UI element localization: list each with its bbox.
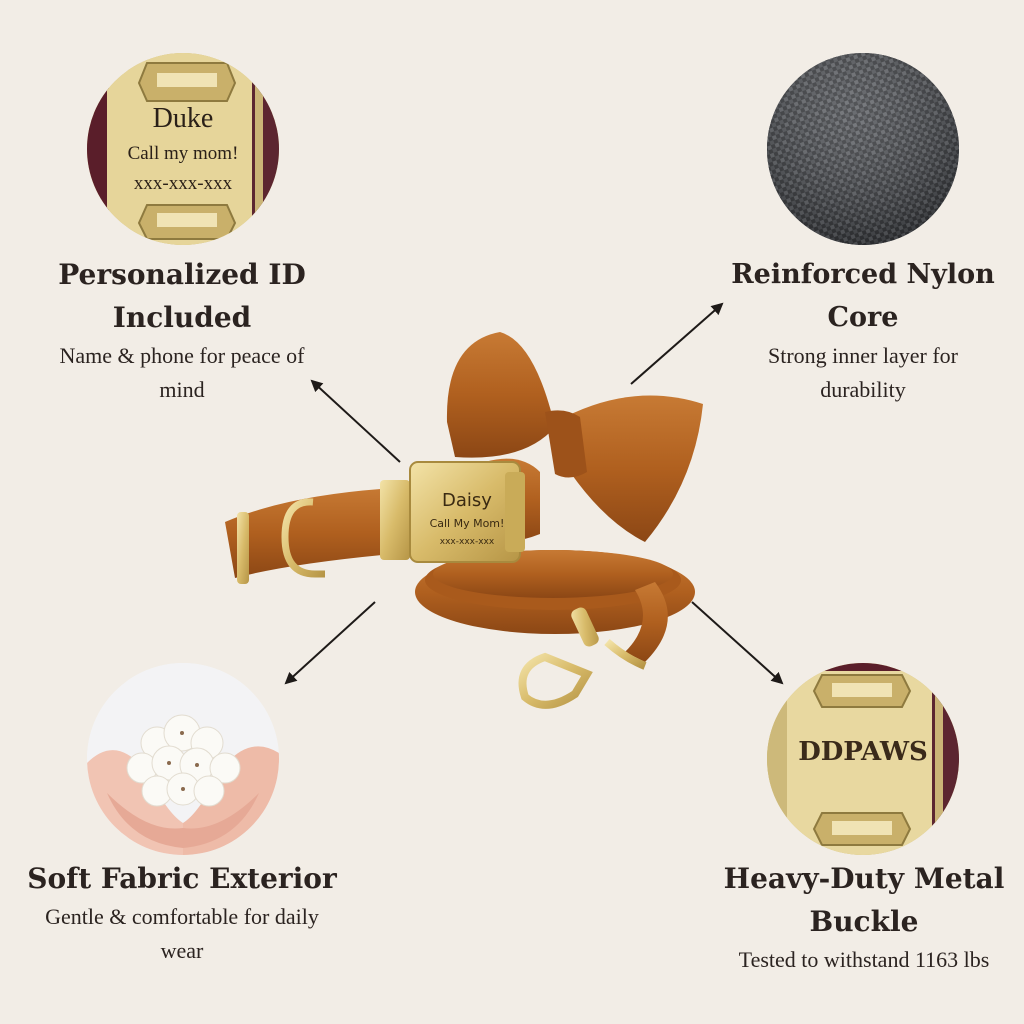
metal-buckle-icon [767, 663, 959, 855]
leash [415, 550, 695, 709]
feature-title: Soft Fabric Exterior [27, 862, 337, 895]
feature-description: Name & phone for peace of [59, 343, 305, 368]
feature-nylon-core: Reinforced Nylon Core Strong inner layer… [698, 253, 1024, 407]
soft-fabric-image [87, 663, 279, 855]
id-tag-line2: xxx-xxx-xxx [133, 173, 233, 194]
nylon-weave-icon [767, 53, 959, 245]
feature-title: Included [112, 301, 252, 334]
feature-title: Reinforced Nylon Core [731, 259, 995, 333]
id-tag-line1: Call my mom! [127, 143, 239, 164]
personalized-id-image: Duke Call my mom! xxx-xxx-xxx [87, 53, 279, 245]
feature-metal-buckle: Heavy-Duty Metal Buckle Tested to withst… [700, 857, 1024, 977]
product-collar-bowtie-leash: Daisy Call My Mom! xxx-xxx-xxx [225, 332, 703, 709]
collar-buckle [380, 461, 525, 563]
feature-description: Tested to withstand 1163 lbs [738, 947, 990, 972]
metal-buckle-image: DDPAWS [767, 663, 959, 855]
feature-description: Strong inner layer for [768, 343, 958, 368]
feature-title: Personalized ID [58, 258, 306, 291]
id-tag-name: Duke [152, 103, 214, 134]
feature-title: Heavy-Duty Metal [723, 862, 1005, 895]
collar-tag-line2: xxx-xxx-xxx [440, 537, 495, 547]
feature-title: Buckle [809, 905, 919, 938]
feature-personalized-id: Personalized ID Included Name & phone fo… [0, 253, 364, 407]
brand-engraving: DDPAWS [798, 737, 928, 767]
bow-tie [446, 332, 703, 542]
feature-description: Gentle & comfortable for daily [45, 904, 319, 929]
feature-description: wear [160, 938, 204, 963]
collar-tag-line1: Call My Mom! [430, 517, 505, 530]
nylon-core-image [767, 53, 959, 245]
id-tag-icon [87, 53, 279, 245]
feature-description: mind [159, 377, 205, 402]
feature-soft-fabric: Soft Fabric Exterior Gentle & comfortabl… [0, 857, 364, 968]
feature-description: durability [820, 377, 906, 402]
collar-tag-name: Daisy [442, 490, 492, 511]
